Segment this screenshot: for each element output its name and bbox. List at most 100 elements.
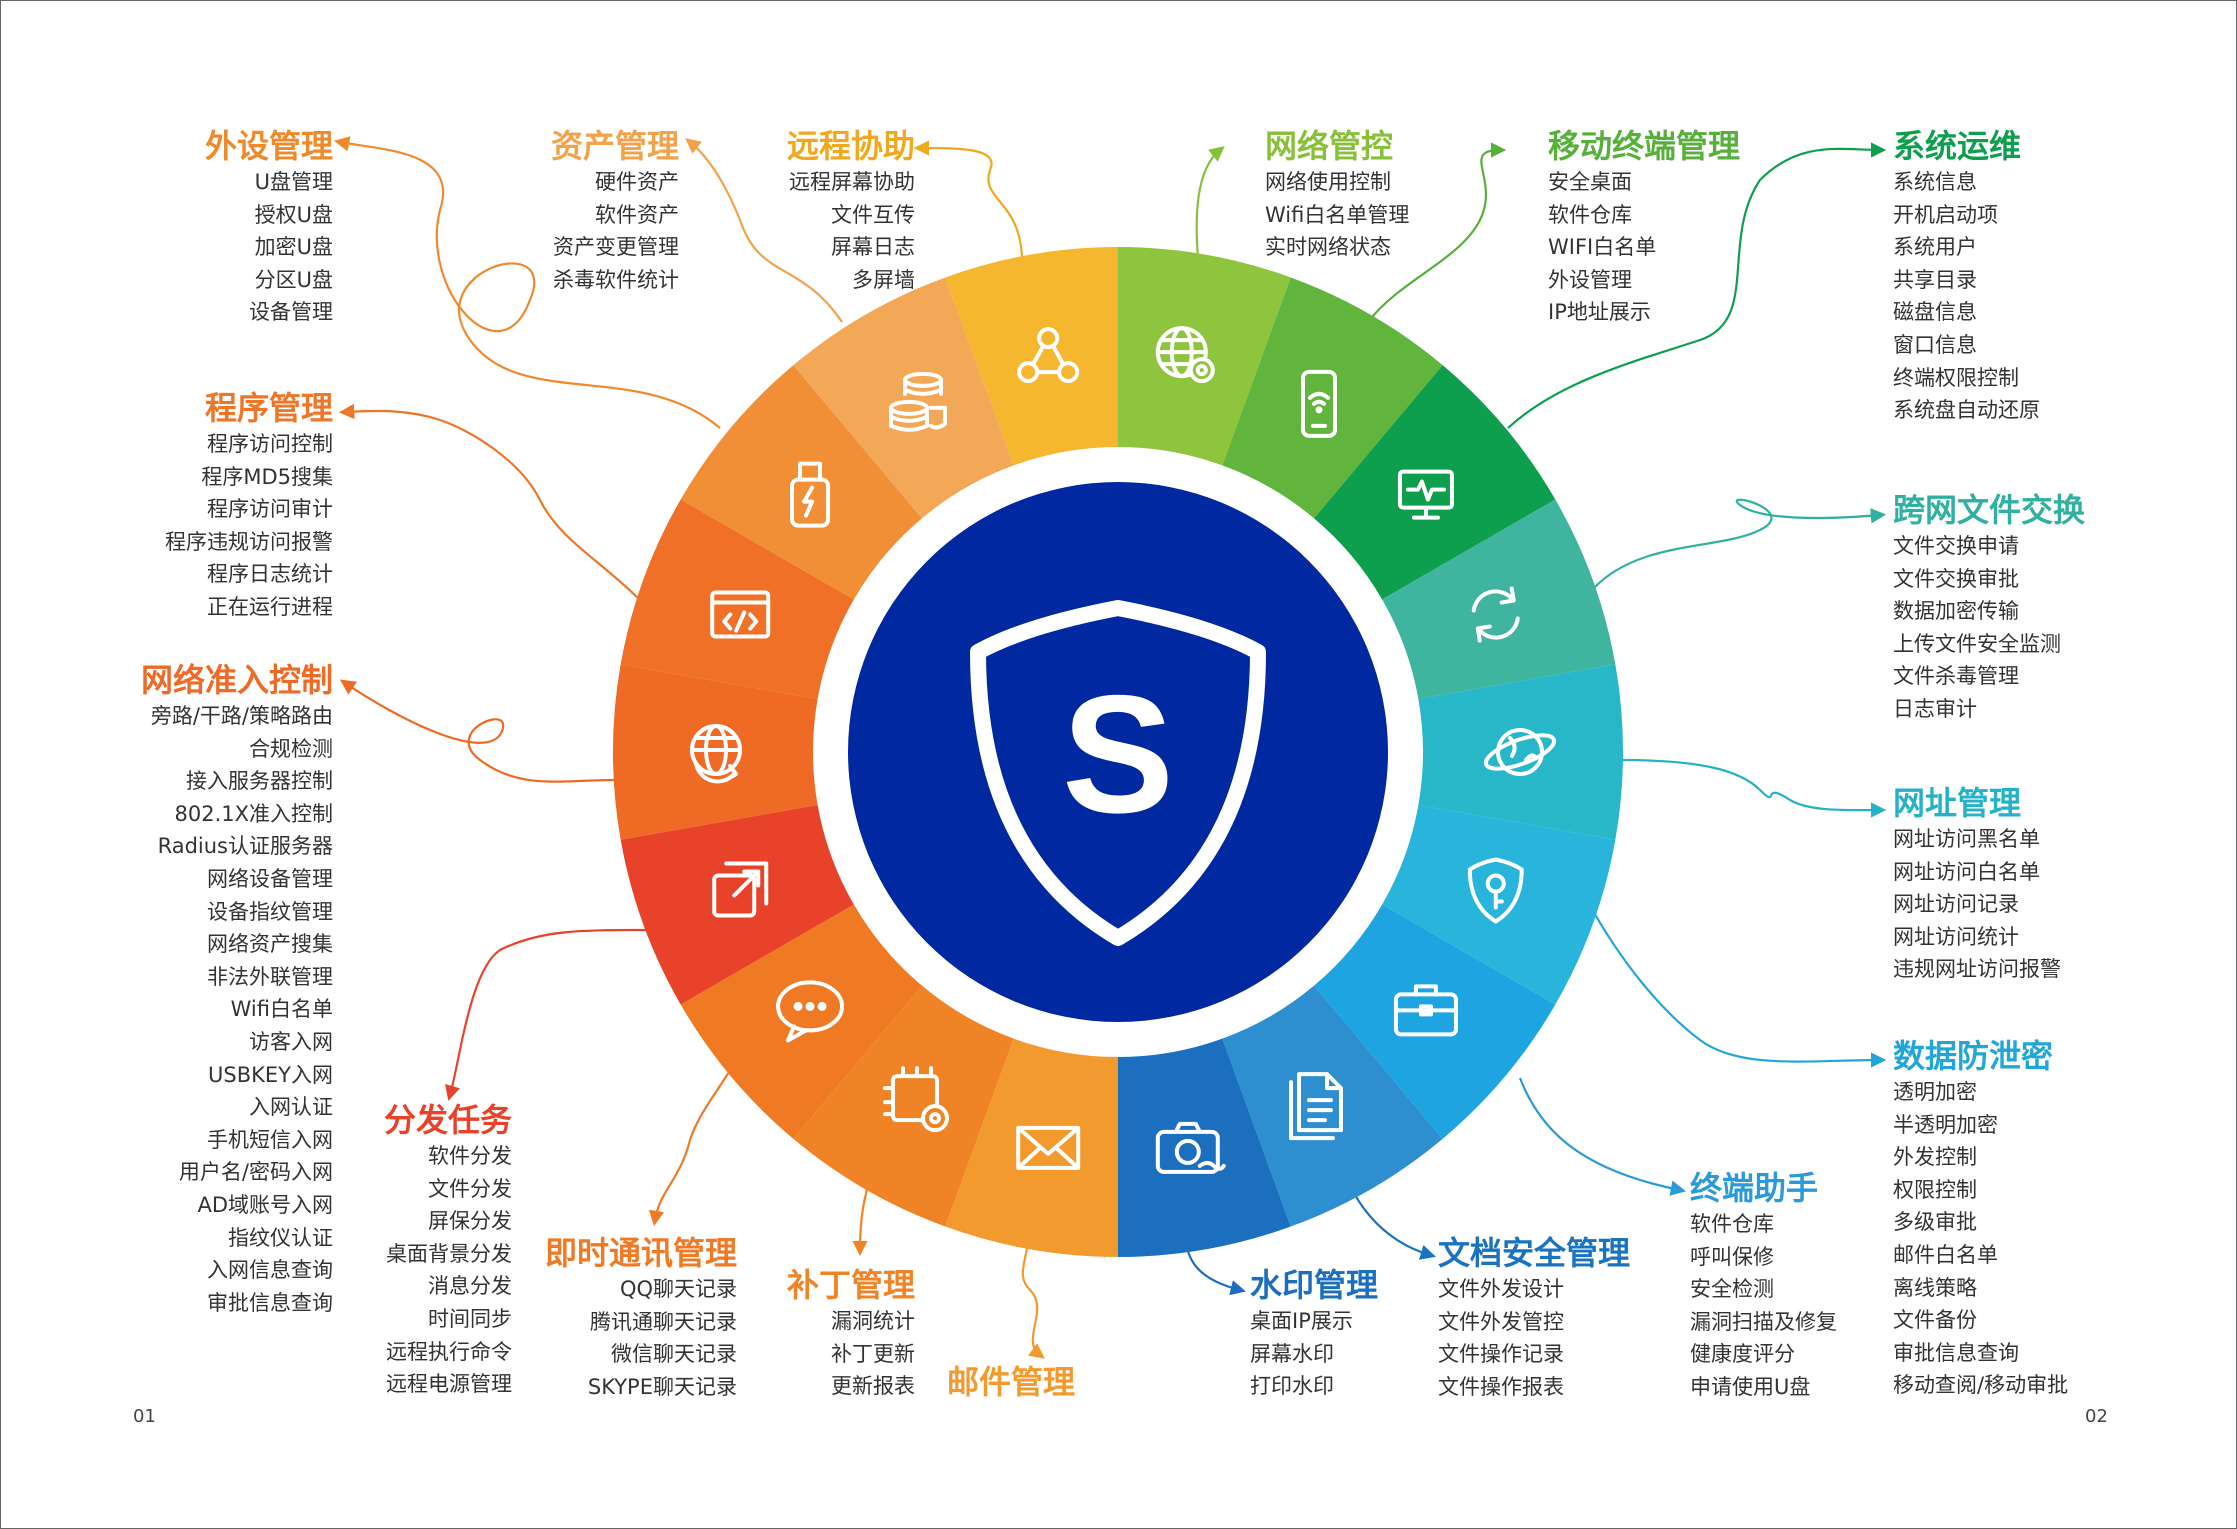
feature-item: Wifi白名单 [230, 997, 333, 1022]
connector-line [445, 928, 649, 1101]
feature-item: 程序日志统计 [207, 562, 333, 587]
feature-item: 移动查阅/移动审批 [1893, 1373, 2069, 1398]
feature-item: 文件操作记录 [1438, 1342, 1564, 1367]
group-title: 网络管控 [1265, 127, 1394, 165]
feature-item: 审批信息查询 [1893, 1340, 2019, 1365]
feature-item: 加密U盘 [254, 235, 333, 260]
feature-item: 文件备份 [1893, 1308, 1977, 1333]
feature-item: 用户名/密码入网 [178, 1160, 333, 1185]
feature-item: 正在运行进程 [207, 594, 333, 619]
group-title: 远程协助 [786, 127, 915, 165]
group-title: 资产管理 [550, 127, 679, 165]
feature-item: 802.1X准入控制 [174, 801, 333, 826]
feature-item: 打印水印 [1250, 1374, 1334, 1399]
feature-item: 更新报表 [831, 1374, 915, 1399]
group-title: 跨网文件交换 [1893, 491, 2086, 529]
connector-line [333, 136, 721, 429]
feature-item: 安全桌面 [1548, 170, 1632, 194]
connector-line [338, 403, 641, 601]
group-title: 分发任务 [383, 1101, 512, 1139]
feature-item: 文件外发管控 [1438, 1309, 1564, 1334]
group-items: 系统信息开机启动项系统用户共享目录磁盘信息窗口信息终端权限控制系统盘自动还原 [1893, 166, 2040, 427]
group-items: 漏洞统计补丁更新更新报表 [787, 1305, 915, 1403]
monitor-pulse-icon [1397, 469, 1454, 520]
feature-item: 文件分发 [428, 1176, 512, 1201]
feature-item: 系统盘自动还原 [1893, 398, 2040, 423]
feature-item: 违规网址访问报警 [1893, 957, 2061, 982]
feature-item: 屏幕水印 [1250, 1341, 1334, 1366]
feature-item: SKYPE聊天记录 [587, 1374, 737, 1399]
feature-item: 时间同步 [428, 1306, 512, 1331]
group-assistant: 终端助手 软件仓库呼叫保修安全检测漏洞扫描及修复健康度评分申请使用U盘 [1690, 1168, 1837, 1404]
feature-item: IP地址展示 [1548, 300, 1651, 325]
wheel-segment [620, 499, 854, 700]
wheel-segment [680, 365, 922, 600]
group-dispatch: 分发任务 软件分发文件分发屏保分发桌面背景分发消息分发时间同步远程执行命令远程电… [384, 1100, 512, 1401]
group-program: 程序管理 程序访问控制程序MD5搜集程序访问审计程序违规访问报警程序日志统计正在… [165, 388, 333, 624]
center-disc [848, 482, 1388, 1022]
camera-icon [1155, 1121, 1226, 1174]
planet-icon [1483, 728, 1557, 776]
feature-item: Radius认证服务器 [157, 834, 333, 859]
feature-item: 网址访问黑名单 [1893, 827, 2040, 851]
group-title: 文档安全管理 [1438, 1234, 1631, 1272]
feature-item: 上传文件安全监测 [1893, 631, 2061, 656]
feature-item: 程序违规访问报警 [165, 529, 333, 554]
page-number-right: 02 [2085, 1406, 2108, 1427]
feature-item: 合规检测 [249, 736, 333, 761]
globe-refresh-icon [690, 724, 742, 784]
feature-item: 入网信息查询 [207, 1258, 333, 1283]
feature-item: 屏保分发 [428, 1209, 512, 1234]
connector-line [1587, 901, 1887, 1068]
group-title: 程序管理 [204, 389, 333, 427]
feature-item: 软件资产 [595, 202, 679, 227]
group-watermark: 水印管理 桌面IP展示屏幕水印打印水印 [1250, 1265, 1378, 1403]
triangle-nodes-icon [1017, 327, 1080, 384]
feature-item: 网址访问记录 [1893, 892, 2019, 917]
feature-item: 软件分发 [428, 1144, 512, 1168]
wheel-segment [1222, 277, 1443, 519]
center-shield-icon [970, 600, 1266, 946]
feature-item: 接入服务器控制 [186, 769, 333, 794]
connector-line [685, 138, 843, 323]
group-remote: 远程协助 远程屏幕协助文件互传屏幕日志多屏墙 [787, 126, 915, 296]
connector-line [1195, 146, 1225, 259]
feature-item: 漏洞统计 [831, 1309, 915, 1333]
group-url: 网址管理 网址访问黑名单网址访问白名单网址访问记录网址访问统计违规网址访问报警 [1893, 783, 2061, 986]
feature-item: 多级审批 [1893, 1210, 1977, 1235]
group-title: 邮件管理 [947, 1363, 1076, 1401]
feature-item: 旁路/干路/策略路由 [150, 704, 333, 728]
group-cross-net: 跨网文件交换 文件交换申请文件交换审批数据加密传输上传文件安全监测文件杀毒管理日… [1893, 490, 2085, 726]
center-letter: S [1062, 660, 1174, 848]
globe-gear-icon [1155, 326, 1215, 384]
connector-line [1619, 758, 1887, 818]
feature-item: 设备指纹管理 [207, 899, 333, 924]
feature-item: 文件互传 [831, 202, 915, 227]
connector-line [1507, 142, 1887, 429]
feature-item: WIFI白名单 [1548, 235, 1657, 260]
feature-item: 漏洞扫描及修复 [1690, 1309, 1837, 1334]
feature-item: 访客入网 [249, 1029, 333, 1054]
feature-item: 网址访问统计 [1893, 924, 2019, 949]
feature-item: 多屏墙 [852, 267, 915, 292]
feature-item: QQ聊天记录 [619, 1277, 737, 1301]
group-title: 即时通讯管理 [544, 1234, 737, 1272]
feature-item: 实时网络状态 [1265, 235, 1391, 260]
group-title: 补丁管理 [786, 1266, 915, 1304]
group-items: 桌面IP展示屏幕水印打印水印 [1250, 1305, 1378, 1403]
wheel-segment [1418, 664, 1623, 840]
wheel-segment [793, 985, 1014, 1227]
feature-item: 文件杀毒管理 [1893, 664, 2019, 689]
feature-item: 外设管理 [1548, 267, 1632, 292]
feature-item: 授权U盘 [254, 202, 333, 227]
group-items: 透明加密半透明加密外发控制权限控制多级审批邮件白名单离线策略文件备份审批信息查询… [1893, 1076, 2068, 1402]
feature-item: 分区U盘 [254, 267, 333, 292]
mobile-phone-icon [1301, 369, 1337, 438]
feature-item: 手机短信入网 [207, 1127, 333, 1152]
group-items: 软件仓库呼叫保修安全检测漏洞扫描及修复健康度评分申请使用U盘 [1690, 1208, 1837, 1404]
feature-item: 开机启动项 [1893, 202, 1998, 227]
mail-icon [1016, 1125, 1081, 1170]
group-items: 网址访问黑名单网址访问白名单网址访问记录网址访问统计违规网址访问报警 [1893, 823, 2061, 986]
group-title: 水印管理 [1250, 1266, 1379, 1304]
